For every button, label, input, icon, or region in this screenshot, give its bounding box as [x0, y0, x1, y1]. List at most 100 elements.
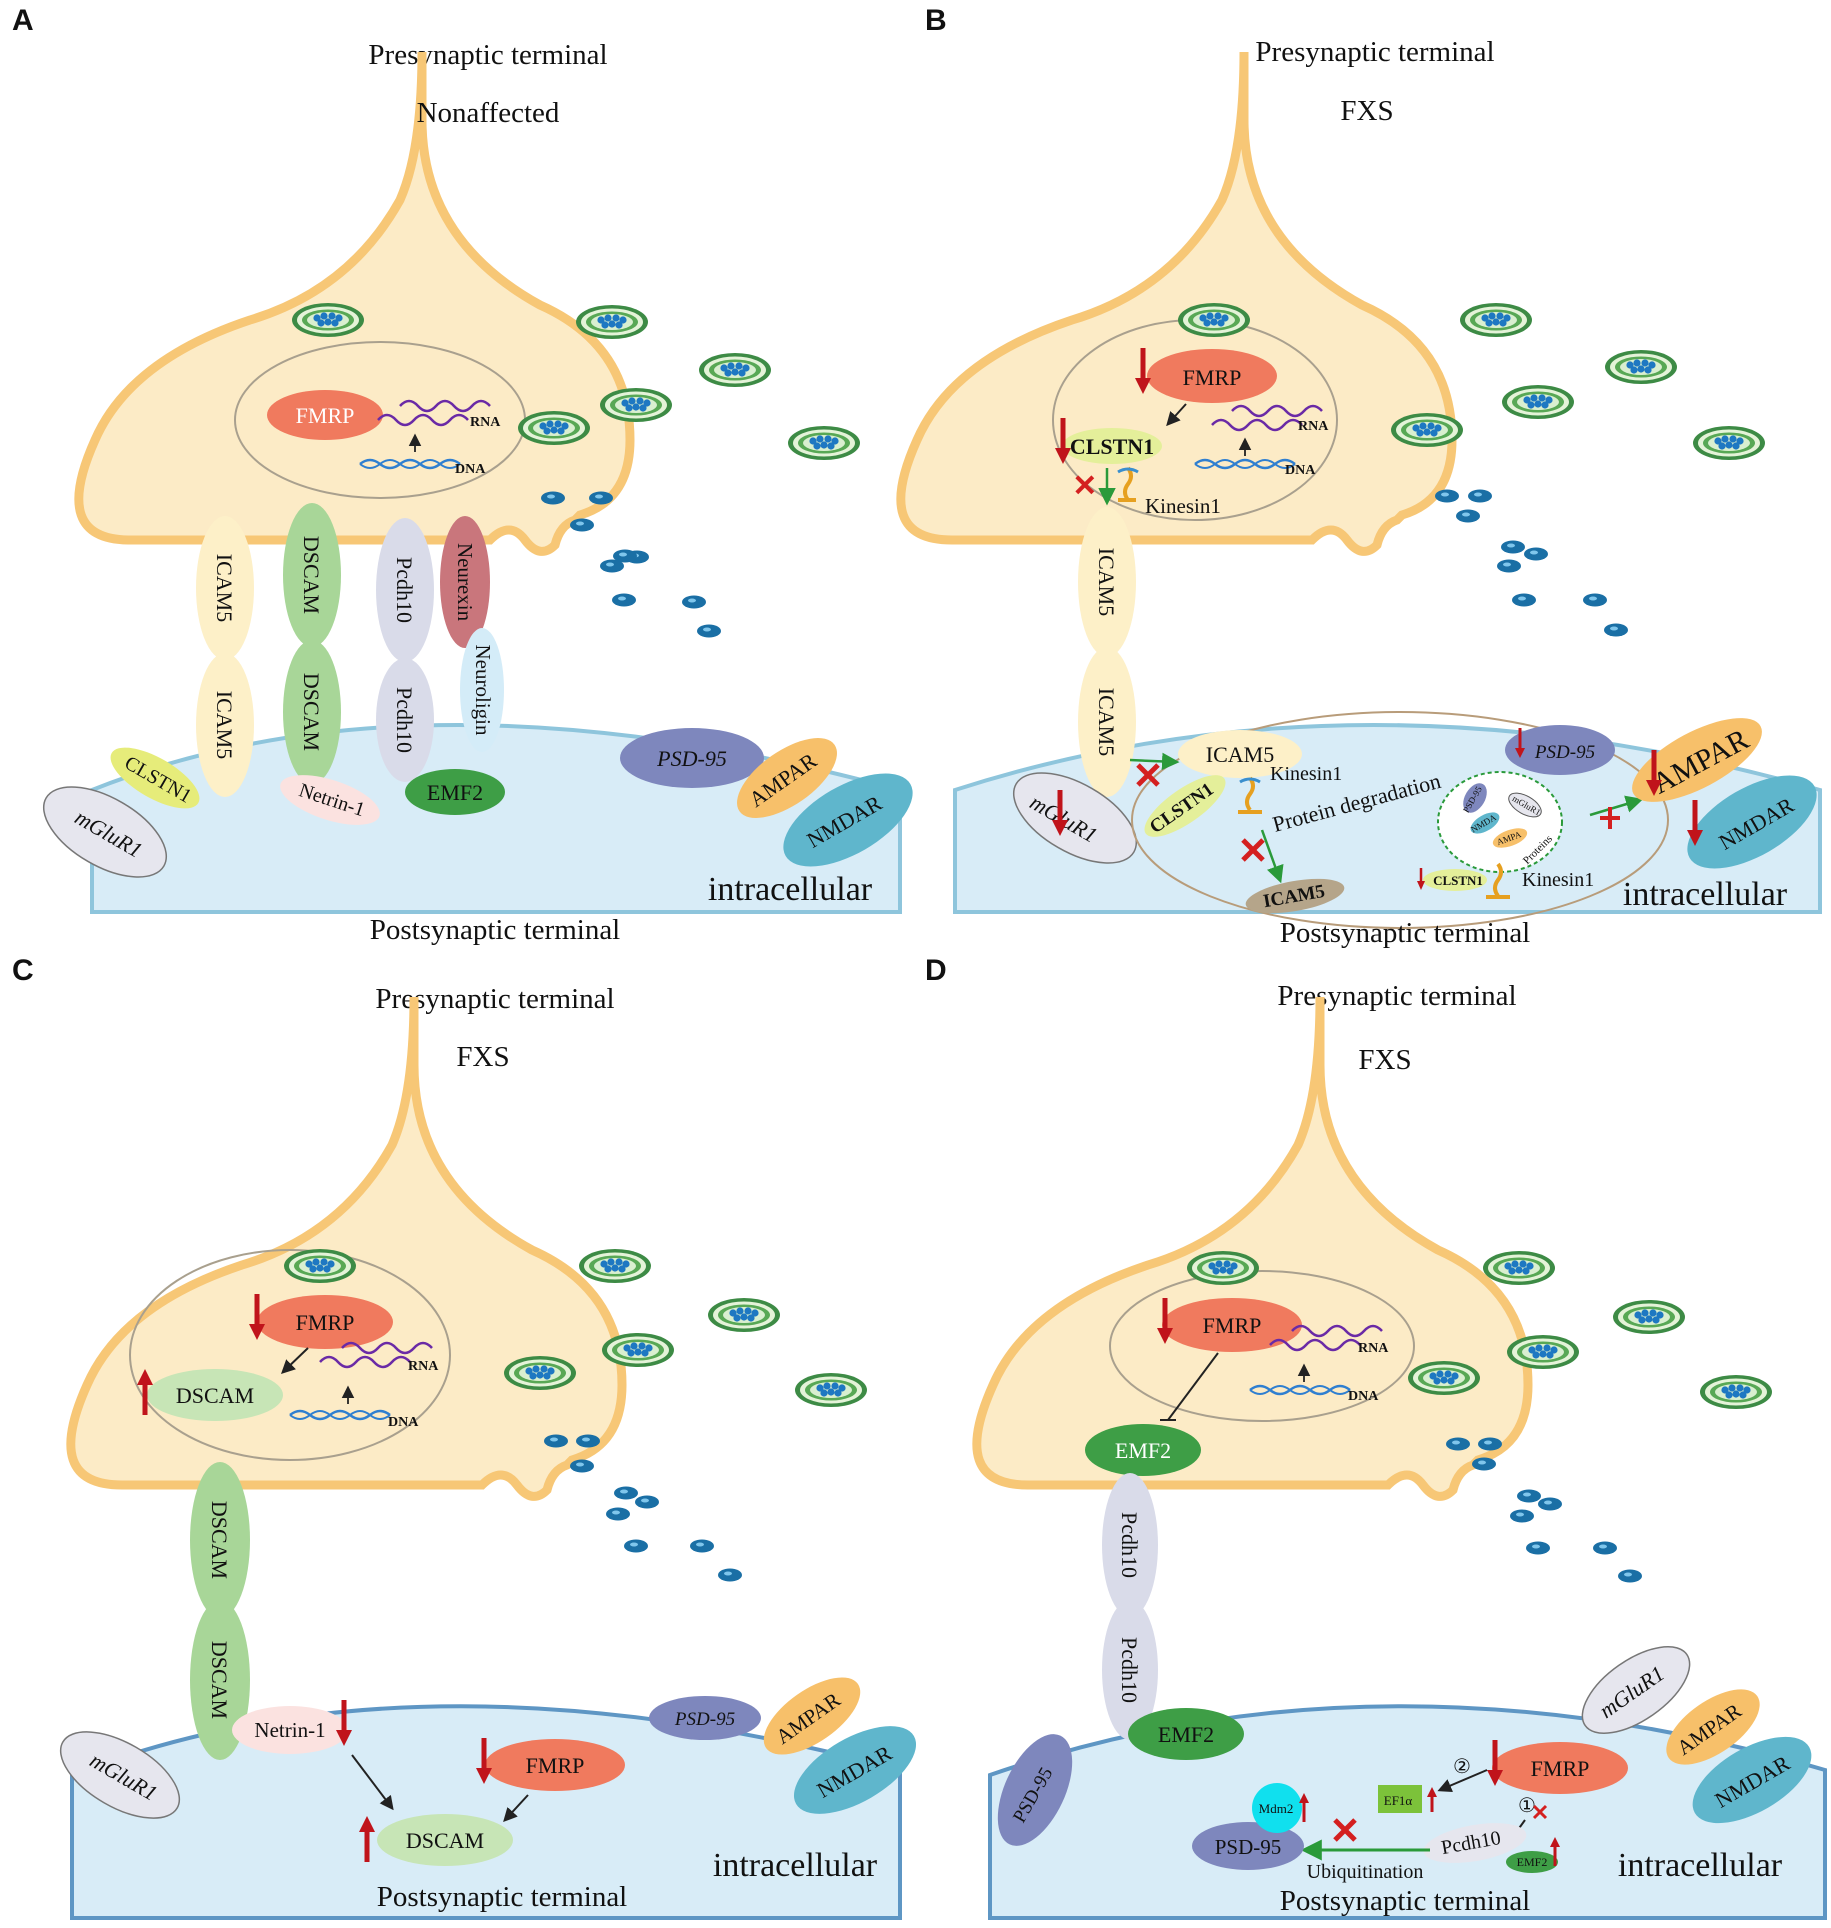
dscam-post-c: [190, 1600, 250, 1760]
clstn1-small-b: [1423, 869, 1487, 891]
pcdh10-post-label-a: Pcdh10: [392, 687, 417, 753]
vesicle-compartment-b: [1131, 711, 1669, 929]
icam5-pre-a: [196, 516, 254, 660]
neuroligin-label-a: Neuroligin: [471, 645, 495, 736]
kinesin-small-label-b: Kinesin1: [1522, 869, 1594, 891]
kinesin-icon-b: [1117, 466, 1139, 502]
fmrp-a: [267, 390, 383, 440]
fmrp-label-a: FMRP: [296, 403, 355, 428]
condition-label-d: FXS: [1358, 1044, 1411, 1076]
dscam-post-inner-c: [377, 1814, 513, 1866]
nucleus-d: [1109, 1270, 1415, 1422]
ef1a-label-d: EF1α: [1384, 1793, 1413, 1808]
kinesin-inner-label-b: Kinesin1: [1270, 763, 1342, 785]
rna-label-d: RNA: [1358, 1341, 1389, 1356]
mglur1-c: [59, 1731, 181, 1819]
psd95-c: [649, 1696, 761, 1740]
fmrp-d: [1162, 1298, 1302, 1352]
vesicle: [292, 303, 364, 337]
dscam-post-label-c: DSCAM: [207, 1641, 232, 1719]
clstn1-b: [1062, 428, 1162, 464]
pcdh10-post-a: [376, 658, 434, 782]
kinesin-icon-inner-b: [1238, 776, 1262, 814]
fmrp-label-d: FMRP: [1203, 1313, 1262, 1338]
ampar-d: [1666, 1689, 1760, 1765]
vesicle: [788, 426, 860, 460]
neurexin-label-a: Neurexin: [453, 543, 477, 622]
clstn1-label-b: CLSTN1: [1070, 434, 1154, 459]
panel-a: A Presynaptic terminal Nonaffected FMRP …: [12, 4, 913, 946]
pcdh10-post-d: [1102, 1600, 1158, 1740]
icam5-post-label-a: ICAM5: [212, 691, 237, 759]
fmrp-post-label-d: FMRP: [1531, 1756, 1590, 1781]
icam5-pre-label-b: ICAM5: [1094, 548, 1119, 616]
condition-label-c: FXS: [456, 1041, 509, 1073]
pcdh10-pre-label-a: Pcdh10: [392, 557, 417, 623]
psd95-post-label-d: PSD-95: [1215, 1835, 1282, 1859]
psd95-side-d: [997, 1734, 1073, 1846]
step1-label-d: ①: [1518, 1795, 1536, 1817]
postsynaptic-label-d: Postsynaptic terminal: [1280, 1885, 1531, 1917]
vesicle: [518, 411, 590, 445]
ampar-a: [737, 738, 837, 818]
intracellular-label-c: intracellular: [713, 1847, 878, 1884]
dscam-post-inner-label-c: DSCAM: [406, 1828, 484, 1853]
panel-letter-a: A: [12, 4, 34, 37]
mdm2-d: [1252, 1783, 1302, 1833]
dscam-inner-label-c: DSCAM: [176, 1383, 254, 1408]
psd95-label-a: PSD-95: [656, 746, 727, 771]
icam5-pre-label-a: ICAM5: [212, 554, 237, 622]
nmdar-b: [1687, 775, 1817, 869]
postsynaptic-cell-c: [70, 1704, 902, 1920]
cargo-proteins-b: PSD-95 NMDA mGluR1 AMPA Proteins: [1437, 771, 1563, 873]
fmrp-post-c: [485, 1739, 625, 1791]
netrin-c: [232, 1706, 348, 1754]
nmdar-c: [793, 1726, 917, 1814]
ef1a-d: [1378, 1785, 1422, 1813]
emf2-pre-d: [1085, 1424, 1201, 1476]
dna-label-d: DNA: [1348, 1389, 1379, 1404]
rna-label-b: RNA: [1298, 419, 1329, 434]
step2-label-d: ②: [1453, 1756, 1471, 1778]
clstn1-a: [110, 747, 200, 809]
fmrp-post-label-c: FMRP: [526, 1753, 585, 1778]
nucleus-c: [129, 1249, 451, 1461]
ampar-b: [1632, 718, 1762, 802]
ampar-c: [763, 1677, 861, 1755]
nmdar-d: [1692, 1736, 1812, 1824]
dscam-pre-a: [283, 503, 341, 647]
panel-letter-b: B: [925, 4, 947, 37]
icam5-pre-b: [1078, 507, 1136, 657]
dscam-pre-label-a: DSCAM: [299, 536, 324, 614]
intracellular-label-a: intracellular: [708, 871, 873, 908]
icam5-degraded-b: [1245, 878, 1345, 914]
pcdh10-pre-a: [376, 518, 434, 662]
psd95-a: [620, 728, 764, 788]
mglur1-a: [42, 786, 168, 878]
intracellular-label-b: intracellular: [1623, 876, 1788, 913]
pcdh10-pre-label-d: Pcdh10: [1117, 1512, 1142, 1578]
pcdh10-pre-d: [1102, 1473, 1158, 1617]
mdm2-label-d: Mdm2: [1259, 1801, 1294, 1816]
postsynaptic-label-c: Postsynaptic terminal: [377, 1881, 628, 1913]
condition-label-a: Nonaffected: [417, 97, 560, 129]
icam5-post-b: [1078, 647, 1136, 797]
dscam-post-label-a: DSCAM: [299, 673, 324, 751]
neurotransmitter: [541, 491, 565, 505]
kinesin-icon-small-b: [1486, 862, 1510, 899]
emf2-small-label-d: EMF2: [1517, 1855, 1548, 1869]
rna-label-a: RNA: [470, 415, 501, 430]
panel-c: C Presynaptic terminal FXS FMRP DSCAM RN…: [12, 954, 917, 1920]
neuroligin-a: [460, 628, 504, 752]
pcdh10-post-inner-d: [1423, 1823, 1527, 1863]
dscam-pre-c: [190, 1462, 250, 1618]
kinesin-label-b: Kinesin1: [1145, 494, 1221, 518]
psd95-label-b: PSD-95: [1534, 742, 1595, 763]
vesicle: [576, 305, 648, 339]
ubiquitination-label-d: Ubiquitination: [1307, 1861, 1424, 1883]
netrin-a: [280, 775, 380, 825]
fmrp-c: [257, 1295, 393, 1349]
dna-strand-a: [359, 458, 461, 470]
dscam-pre-label-c: DSCAM: [207, 1501, 232, 1579]
